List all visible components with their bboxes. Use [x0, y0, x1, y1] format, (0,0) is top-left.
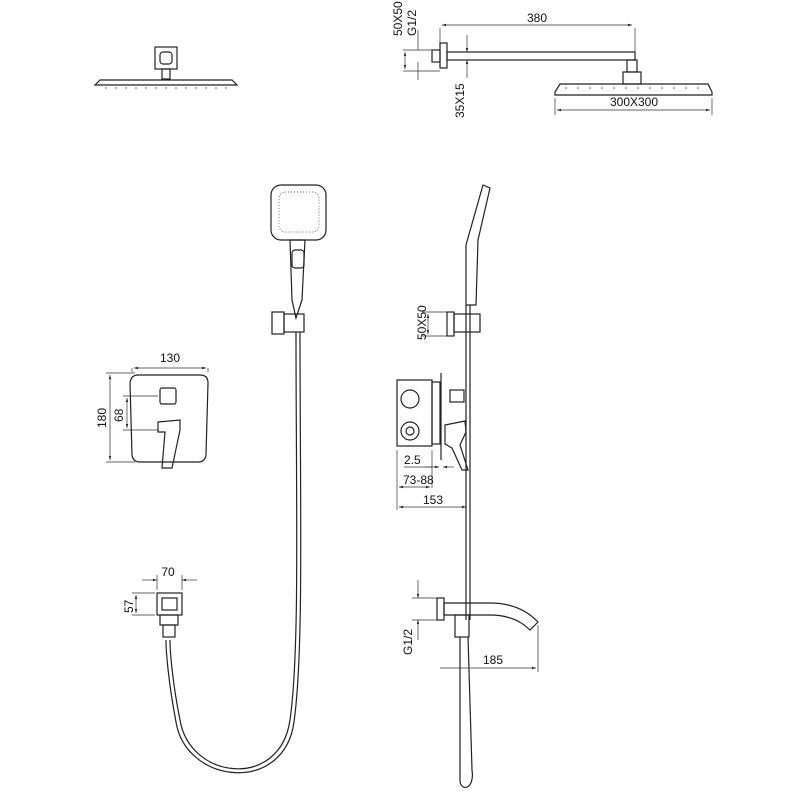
dim-mixer-center: 68 — [112, 408, 126, 422]
dim-arm-length: 380 — [527, 11, 547, 25]
hand-shower-front-view — [165, 184, 327, 774]
dim-arm-thread: G1/2 — [405, 10, 419, 36]
dim-head-size: 300X300 — [610, 95, 658, 109]
dim-wall-flange: 50X50 — [391, 1, 405, 36]
mixer-plate-front-view: 130 180 68 — [95, 351, 209, 469]
shower-arm-side-view: 380 50X50 G1/2 35X15 300X300 — [391, 1, 713, 118]
dim-holder-flange: 50X50 — [415, 305, 429, 340]
dim-spout-thread: G1/2 — [401, 629, 415, 655]
dim-mixer-height: 180 — [95, 408, 109, 428]
dim-mixer-width: 130 — [160, 351, 180, 365]
dim-spout-length: 185 — [483, 653, 503, 667]
dim-arm-section: 35X15 — [453, 83, 467, 118]
dim-box-depth: 73-88 — [403, 473, 434, 487]
side-view-assembly: 50X50 2.5 73-88 153 G1/2 185 — [396, 184, 539, 788]
dim-plate-gap: 2.5 — [404, 453, 421, 467]
wall-outlet-view: 70 57 — [122, 565, 197, 638]
dim-outlet-width: 70 — [161, 565, 175, 579]
dim-total-depth: 153 — [423, 493, 443, 507]
dim-outlet-height: 57 — [122, 599, 136, 613]
rain-head-front-view — [93, 46, 239, 89]
